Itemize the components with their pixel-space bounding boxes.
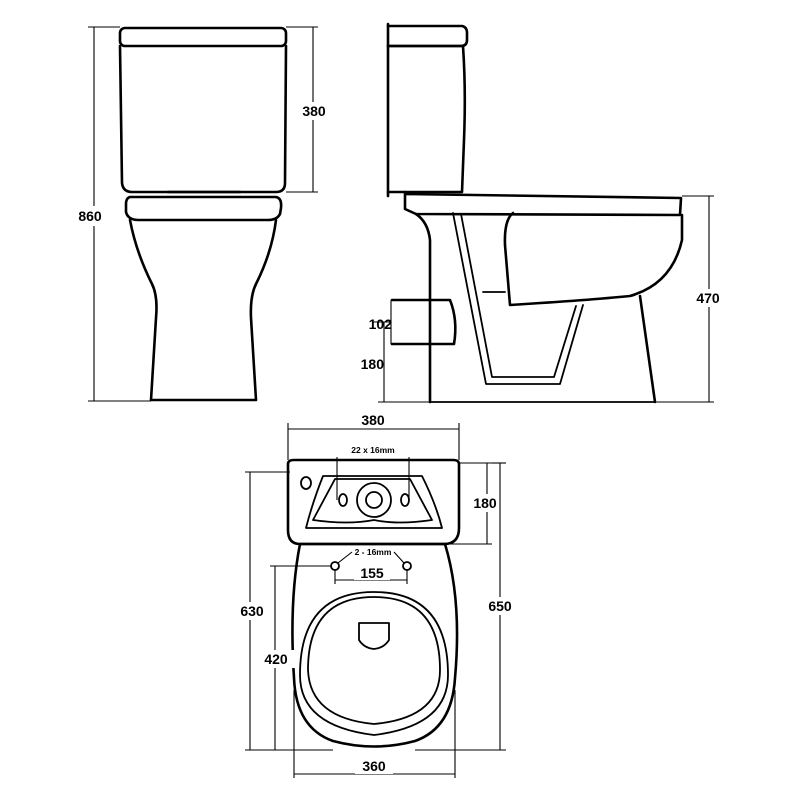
front-cistern-body <box>118 44 288 194</box>
plan-cistern-holes-note: 22 x 16mm <box>351 445 395 455</box>
side-cistern-lid <box>386 24 469 48</box>
side-cistern-body <box>386 44 467 194</box>
plan-fixing-hole-right <box>402 561 412 571</box>
side-pan-back <box>414 212 432 404</box>
front-dim-860-label: 860 <box>78 208 102 224</box>
front-view: 860 380 <box>70 26 333 402</box>
front-dim-380-label: 380 <box>302 103 326 119</box>
front-dim-380-bg <box>297 102 333 120</box>
plan-view: 22 x 16mm 2 - 16mm 380 180 155 <box>231 412 518 778</box>
front-pan-rim <box>124 195 283 222</box>
plan-fixing-holes-note: 2 - 16mm <box>355 547 392 557</box>
plan-overflow-hole <box>300 476 312 490</box>
plan-dim-380-label: 380 <box>361 412 385 428</box>
side-outlet <box>390 298 457 346</box>
side-pan-front <box>638 294 657 404</box>
plan-dim-650-label: 650 <box>488 598 512 614</box>
side-trap-outer <box>452 212 584 385</box>
front-pan-pedestal <box>128 218 278 402</box>
plan-seat-outer <box>299 591 449 736</box>
plan-fixing-hole-left <box>330 561 340 571</box>
plan-dim-180-label: 180 <box>473 495 497 511</box>
side-dim-470-label: 470 <box>696 290 720 306</box>
plan-leader-fixing-left <box>337 551 353 564</box>
plan-cistern <box>286 458 461 546</box>
plan-dim-420-bg <box>257 650 295 668</box>
plan-dim-420-label: 420 <box>264 651 288 667</box>
plan-leader-fixing-right <box>393 551 405 564</box>
plan-seat-inner <box>307 596 441 725</box>
plan-cistern-hole-left <box>338 493 348 507</box>
plan-dim-650-bg <box>480 597 518 615</box>
side-trap-inner <box>460 213 577 378</box>
plan-dim-360-bg <box>355 758 393 774</box>
plan-dim-630-label: 630 <box>240 603 264 619</box>
side-dim-180-label: 180 <box>361 356 385 372</box>
side-pan-bowl <box>503 211 684 307</box>
plan-bowl-outlet <box>358 622 390 650</box>
plan-flush-valve-inner <box>365 491 383 509</box>
plan-dim-155-bg <box>354 564 390 580</box>
side-view: 470 102 180 <box>361 22 726 404</box>
side-pan-top <box>403 190 683 217</box>
plan-cistern-hole-right <box>400 493 410 507</box>
plan-dim-630-bg <box>231 602 269 620</box>
front-cistern-lid <box>118 26 288 48</box>
plan-control-plate-inner <box>312 478 433 524</box>
front-dim-860-bg <box>70 206 110 226</box>
plan-control-plate-outer <box>305 475 443 529</box>
plan-dim-155-label: 155 <box>360 565 384 581</box>
plan-flush-valve-outer <box>356 482 392 518</box>
side-dim-470-bg <box>690 289 726 307</box>
plan-dim-360-label: 360 <box>362 758 386 774</box>
plan-dim-180-bg <box>468 494 504 512</box>
side-dim-102-label: 102 <box>369 316 393 332</box>
